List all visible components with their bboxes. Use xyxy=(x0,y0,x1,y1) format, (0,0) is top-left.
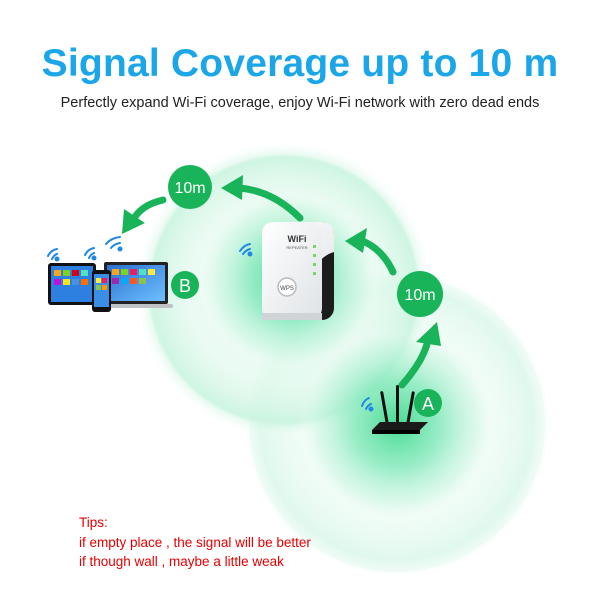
curved-arrow-icon xyxy=(234,184,304,222)
repeater-label: WiFi xyxy=(288,234,307,244)
svg-text:WPS: WPS xyxy=(280,286,294,292)
router-icon xyxy=(372,385,428,434)
wifi-icon xyxy=(361,397,374,412)
tips-line-1: if empty place , the signal will be bett… xyxy=(79,534,311,550)
point-a-badge xyxy=(414,389,442,417)
distance-badge-right xyxy=(397,271,443,317)
wifi-icon xyxy=(239,243,253,257)
distance-badge-left xyxy=(168,165,212,209)
devices-icon xyxy=(48,262,173,312)
point-b-badge xyxy=(171,271,199,299)
tips-line-2: if though wall , maybe a little weak xyxy=(79,554,284,569)
arrow-head-left-upper xyxy=(345,228,367,253)
distance-badge-left-text: 10m xyxy=(174,180,205,197)
tips-box: Tips: if empty place , the signal will b… xyxy=(79,513,311,572)
page-subtitle: Perfectly expand Wi-Fi coverage, enjoy W… xyxy=(60,95,540,111)
repeater-icon: WPS xyxy=(262,222,334,320)
tips-heading: Tips: xyxy=(79,515,108,530)
point-a-text: A xyxy=(422,394,434,414)
page-title: Signal Coverage up to 10 m xyxy=(41,42,559,85)
arrow-head-left-top xyxy=(221,175,243,200)
wifi-icon xyxy=(47,236,123,262)
arrow-head-up xyxy=(416,322,441,346)
repeater-sublabel: REPEATER xyxy=(286,245,307,250)
arrow-head-down xyxy=(122,209,145,234)
point-b-text: B xyxy=(179,276,191,296)
distance-badge-right-text: 10m xyxy=(404,287,435,304)
